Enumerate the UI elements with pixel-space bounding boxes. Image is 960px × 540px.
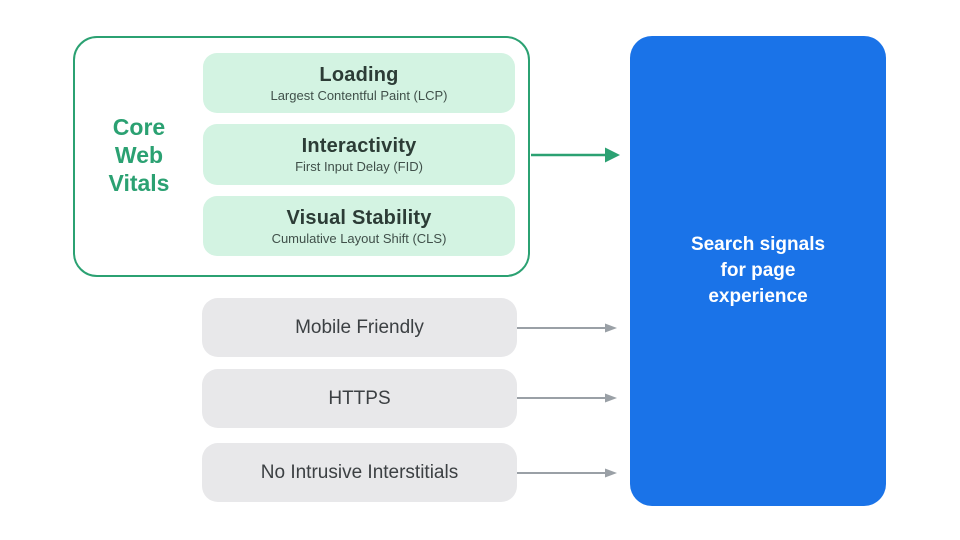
signal-https: HTTPS bbox=[202, 369, 517, 428]
search-signals-label-line: experience bbox=[708, 286, 808, 307]
search-signals-box: Search signals for page experience bbox=[630, 36, 886, 506]
signal-mobile-friendly-label: Mobile Friendly bbox=[295, 316, 424, 338]
vital-loading-subtitle: Largest Contentful Paint (LCP) bbox=[270, 87, 448, 103]
vital-loading: Loading Largest Contentful Paint (LCP) bbox=[203, 53, 515, 113]
vital-visual-stability: Visual Stability Cumulative Layout Shift… bbox=[203, 196, 515, 256]
arrow-mobile-friendly bbox=[517, 323, 617, 333]
vital-interactivity: Interactivity First Input Delay (FID) bbox=[203, 124, 515, 185]
signal-https-label: HTTPS bbox=[328, 387, 391, 409]
vital-interactivity-title: Interactivity bbox=[301, 135, 417, 157]
vital-visual-stability-subtitle: Cumulative Layout Shift (CLS) bbox=[271, 230, 447, 246]
arrow-core-web-vitals bbox=[531, 147, 620, 163]
search-signals-label-line: Search signals bbox=[690, 234, 826, 255]
core-web-vitals-label-line: Core bbox=[112, 113, 166, 140]
signal-mobile-friendly: Mobile Friendly bbox=[202, 298, 517, 357]
core-web-vitals-label-line: Vitals bbox=[108, 169, 170, 196]
signal-no-intrusive-interstitials-label: No Intrusive Interstitials bbox=[260, 461, 459, 483]
vital-visual-stability-title: Visual Stability bbox=[286, 206, 432, 229]
core-web-vitals-label-line: Web bbox=[114, 141, 164, 168]
search-signals-label: Search signals for page experience bbox=[691, 232, 825, 310]
arrow-https bbox=[517, 393, 617, 403]
core-web-vitals-group: Core Web Vitals Loading Largest Contentf… bbox=[73, 36, 530, 277]
vital-interactivity-subtitle: First Input Delay (FID) bbox=[295, 159, 423, 174]
signal-no-intrusive-interstitials: No Intrusive Interstitials bbox=[202, 443, 517, 502]
arrow-no-intrusive-interstitials bbox=[517, 468, 617, 478]
vital-loading-title: Loading bbox=[319, 63, 399, 86]
search-signals-label-line: for page bbox=[720, 260, 796, 281]
core-web-vitals-label: Core Web Vitals bbox=[75, 53, 203, 256]
